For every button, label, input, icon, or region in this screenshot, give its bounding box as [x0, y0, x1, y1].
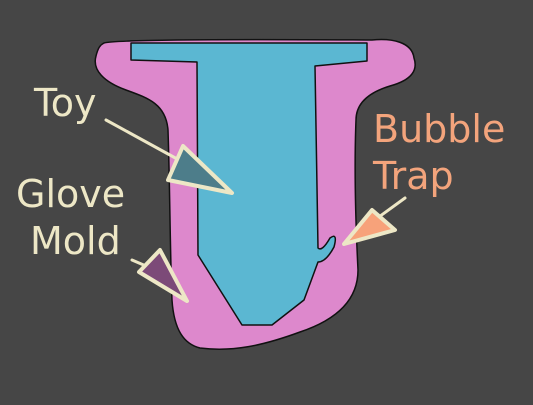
bubble-trap-label-line2: Trap	[372, 154, 454, 198]
glove-mold-label-line2: Mold	[30, 219, 121, 263]
toy-label: Toy	[33, 81, 97, 125]
bubble-trap-label-line1: Bubble	[373, 107, 505, 151]
toy-shape	[130, 42, 368, 326]
bubble-trap-arrow	[342, 196, 407, 246]
glove-mold-label-line1: Glove	[16, 172, 125, 216]
glove-mold-arrow	[130, 248, 189, 303]
toy-arrow	[104, 118, 234, 195]
